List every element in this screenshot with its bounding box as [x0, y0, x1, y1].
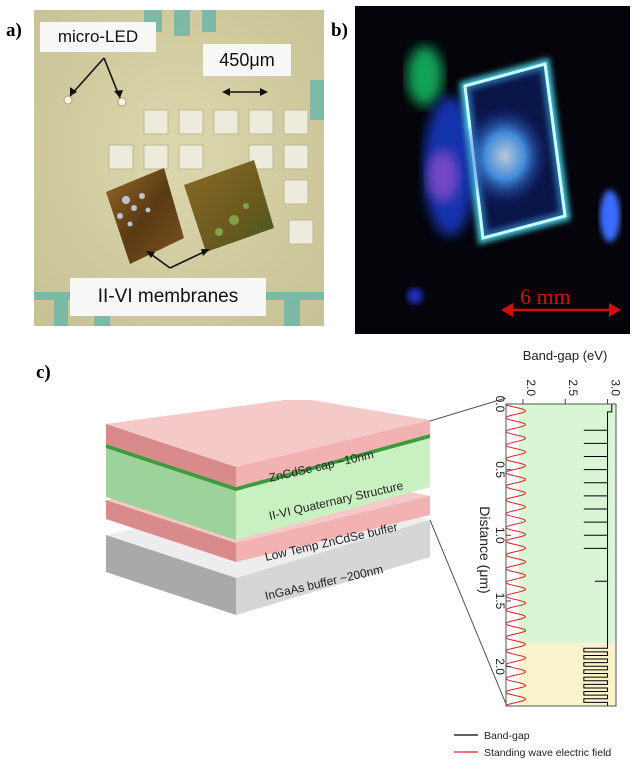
x-tick-label-3.0: 3.0 — [609, 379, 623, 396]
plot-region-2 — [518, 642, 616, 706]
y-axis-label: Distance (μm) — [477, 506, 493, 593]
y-tick-label-0.5: 0.5 — [493, 461, 507, 478]
chart-title: Band-gap (eV) — [523, 348, 608, 363]
x-tick-label-2.0: 2.0 — [524, 379, 538, 396]
micro-led-callout: micro-LED — [40, 22, 156, 52]
x-tick-label-2.5: 2.5 — [566, 379, 580, 396]
panel-label-c: c) — [36, 362, 51, 383]
bandgap-chart: 2.0 2.5 3.0 0.0 0.5 1.0 1.5 2.0 Band-gap (eV) D… — [454, 348, 623, 759]
y-tick-label-0.0: 0.0 — [493, 396, 507, 413]
membranes-callout: II-VI membranes — [70, 278, 266, 316]
panel-label-a: a) — [6, 20, 22, 41]
scale-callout: 450μm — [203, 44, 291, 76]
legend-field-label: Standing wave electric field — [484, 747, 611, 759]
layer-stack-diagram: ZnCdSe cap ~10nm II-VI Quaternary Struct… — [106, 400, 430, 615]
scale-bar-label: 6 mm — [520, 284, 571, 309]
legend-bandgap-label: Band-gap — [484, 730, 530, 742]
y-tick-label-1.0: 1.0 — [493, 527, 507, 544]
layer-cap — [106, 400, 430, 487]
y-tick-label-2.0: 2.0 — [493, 658, 507, 675]
membrane-photo — [355, 6, 630, 334]
plot-region-1 — [518, 404, 616, 643]
y-tick-label-1.5: 1.5 — [493, 593, 507, 610]
panel-label-b: b) — [331, 20, 348, 41]
plot-frame — [505, 403, 617, 707]
